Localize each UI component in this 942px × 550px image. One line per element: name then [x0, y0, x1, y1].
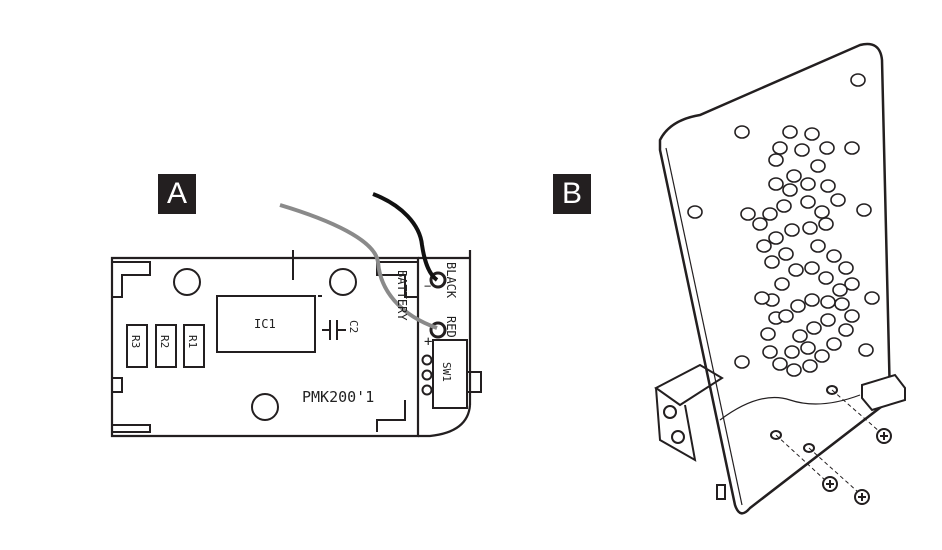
panel-b-tag: B: [553, 174, 591, 214]
led: [820, 313, 836, 327]
led: [784, 223, 800, 237]
led: [826, 337, 842, 351]
led: [786, 363, 802, 377]
led: [814, 349, 830, 363]
led: [756, 239, 772, 253]
led: [790, 299, 806, 313]
led: [772, 357, 788, 371]
red-wire: [279, 203, 438, 330]
led: [788, 263, 804, 277]
led: [734, 355, 750, 369]
led: [772, 141, 788, 155]
led: [800, 195, 816, 209]
led: [768, 231, 784, 245]
ic-label: IC1: [254, 317, 276, 331]
plus-label: +: [424, 334, 432, 350]
led: [818, 217, 834, 231]
led: [832, 283, 848, 297]
black-wire: [372, 192, 439, 282]
panel-a-tag: A: [158, 174, 196, 214]
led: [786, 169, 802, 183]
led: [754, 291, 770, 305]
resistor-1-label: R1: [186, 335, 199, 348]
led: [762, 207, 778, 221]
led: [794, 143, 810, 157]
led: [802, 359, 818, 373]
led: [687, 205, 703, 219]
led: [776, 199, 792, 213]
led: [844, 309, 860, 323]
led: [810, 159, 826, 173]
led: [768, 177, 784, 191]
resistor-2-label: R2: [158, 335, 171, 348]
led: [778, 309, 794, 323]
led: [768, 153, 784, 167]
led: [820, 295, 836, 309]
led: [784, 345, 800, 359]
led: [814, 205, 830, 219]
red-wire-label: RED: [444, 316, 458, 338]
led: [800, 341, 816, 355]
led: [760, 327, 776, 341]
led: [806, 321, 822, 335]
led: [764, 255, 780, 269]
led: [830, 193, 846, 207]
led: [782, 125, 798, 139]
led: [800, 177, 816, 191]
led: [856, 203, 872, 217]
led: [838, 323, 854, 337]
led: [819, 141, 835, 155]
led: [752, 217, 768, 231]
led: [774, 277, 790, 291]
switch-label: SW1: [440, 362, 453, 382]
black-wire-label: BLACK: [444, 262, 458, 299]
led: [804, 127, 820, 141]
led: [782, 183, 798, 197]
led: [864, 291, 880, 305]
led: [778, 247, 794, 261]
led: [820, 179, 836, 193]
led: [802, 221, 818, 235]
led: [792, 329, 808, 343]
led: [834, 297, 850, 311]
led: [804, 261, 820, 275]
battery-label: BATTERY: [395, 270, 409, 321]
led: [844, 277, 860, 291]
led: [858, 343, 874, 357]
led: [734, 125, 750, 139]
capacitor-label: C2: [347, 320, 360, 333]
led: [826, 249, 842, 263]
led: [838, 261, 854, 275]
led: [740, 207, 756, 221]
minus-label: −: [424, 279, 431, 293]
led: [818, 271, 834, 285]
led: [850, 73, 866, 87]
led: [762, 345, 778, 359]
led: [810, 239, 826, 253]
model-label: PMK200'1: [302, 388, 374, 406]
resistor-3-label: R3: [129, 335, 142, 348]
led: [844, 141, 860, 155]
led: [804, 293, 820, 307]
